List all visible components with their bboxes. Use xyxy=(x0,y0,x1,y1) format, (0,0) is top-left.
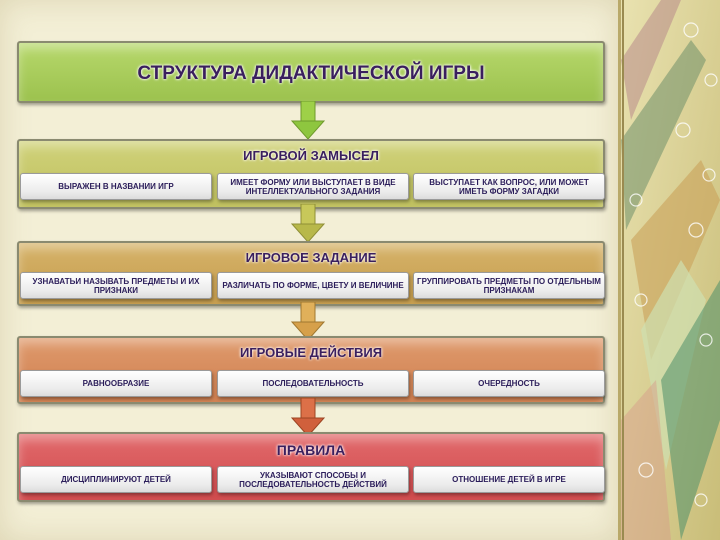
section-heading: ИГРОВОЕ ЗАДАНИЕ xyxy=(245,250,377,265)
arrow-down-icon xyxy=(290,302,326,341)
slide-background: СТРУКТУРА ДИДАКТИЧЕСКОЙ ИГРЫ ИГРОВОЙ ЗАМ… xyxy=(0,0,621,540)
actions-item-2: ПОСЛЕДОВАТЕЛЬНОСТЬ xyxy=(217,370,409,397)
section-heading: ИГРОВЫЕ ДЕЙСТВИЯ xyxy=(239,345,383,360)
rules-item-1: ДИСЦИПЛИНИРУЮТ ДЕТЕЙ xyxy=(20,466,212,493)
rules-item-2: УКАЗЫВАЮТ СПОСОБЫ И ПОСЛЕДОВАТЕЛЬНОСТЬ Д… xyxy=(217,466,409,493)
diagram-title: СТРУКТУРА ДИДАКТИЧЕСКОЙ ИГРЫ xyxy=(137,63,485,84)
section-heading: ПРАВИЛА xyxy=(276,442,346,458)
decorative-side-panel xyxy=(621,0,720,540)
actions-item-3: ОЧЕРЕДНОСТЬ xyxy=(413,370,605,397)
task-item-3: ГРУППИРОВАТЬ ПРЕДМЕТЫ ПО ОТДЕЛЬНЫМ ПРИЗН… xyxy=(413,272,605,299)
concept-item-2: ИМЕЕТ ФОРМУ ИЛИ ВЫСТУПАЕТ В ВИДЕ ИНТЕЛЛЕ… xyxy=(217,173,409,200)
concept-item-3: ВЫСТУПАЕТ КАК ВОПРОС, ИЛИ МОЖЕТ ИМЕТЬ ФО… xyxy=(413,173,605,200)
floral-pattern-icon xyxy=(621,0,720,540)
section-heading: ИГРОВОЙ ЗАМЫСЕЛ xyxy=(243,148,379,163)
task-item-1: УЗНАВАТЬИ НАЗЫВАТЬ ПРЕДМЕТЫ И ИХ ПРИЗНАК… xyxy=(20,272,212,299)
rules-item-3: ОТНОШЕНИЕ ДЕТЕЙ В ИГРЕ xyxy=(413,466,605,493)
arrow-down-icon xyxy=(290,101,326,140)
arrow-down-icon xyxy=(290,204,326,243)
task-item-2: РАЗЛИЧАТЬ ПО ФОРМЕ, ЦВЕТУ И ВЕЛИЧИНЕ xyxy=(217,272,409,299)
arrow-down-icon xyxy=(290,398,326,437)
title-band: СТРУКТУРА ДИДАКТИЧЕСКОЙ ИГРЫ xyxy=(17,41,605,103)
concept-item-1: ВЫРАЖЕН В НАЗВАНИИ ИГР xyxy=(20,173,212,200)
actions-item-1: РАВНООБРАЗИЕ xyxy=(20,370,212,397)
